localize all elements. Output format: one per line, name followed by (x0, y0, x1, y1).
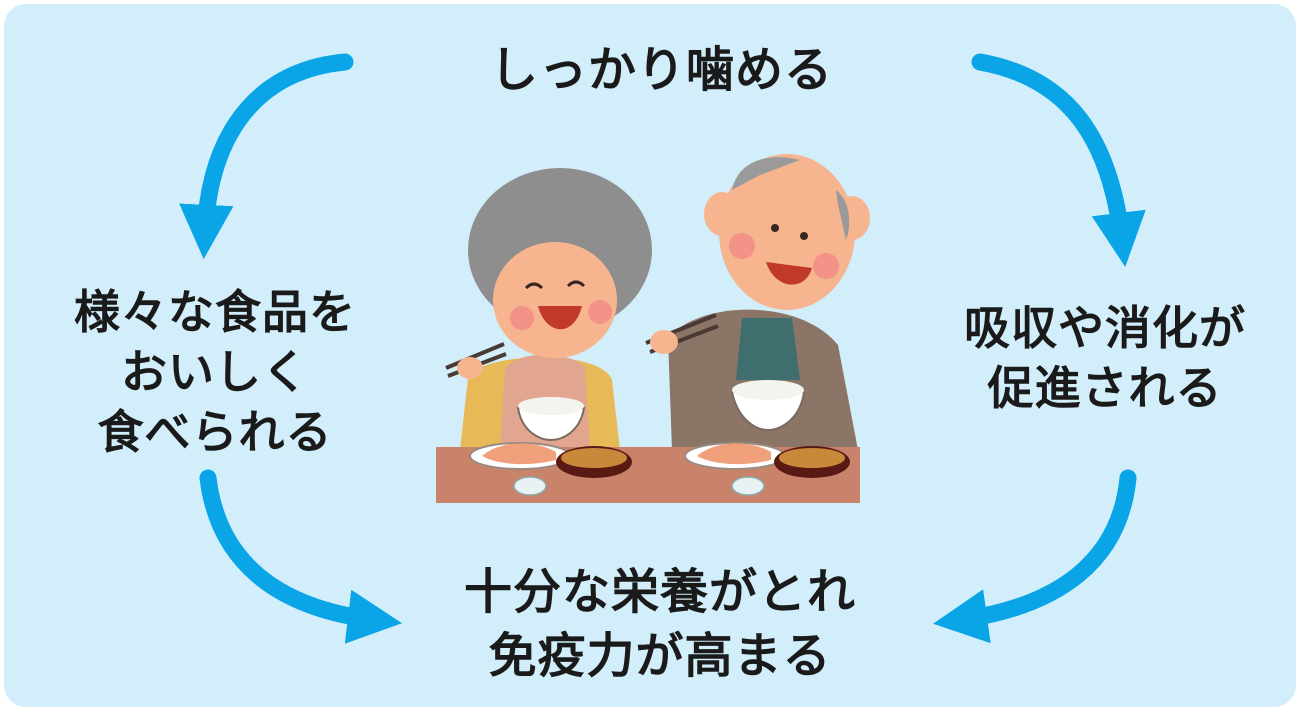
label-line: しっかり噛める (490, 42, 834, 98)
label-line: 促進される (987, 361, 1223, 415)
arrow-left-to-bottom (199, 469, 403, 644)
label-line: 十分な栄養がとれ (463, 564, 856, 620)
arrow-top-to-left (179, 53, 354, 260)
label-line: 免疫力が高まる (488, 628, 832, 684)
elderly-couple-illustration (436, 154, 870, 503)
step-enjoy-various-foods: 様々な食品を おいしく 食べられる (40, 282, 390, 462)
arrow-top-to-right (971, 53, 1146, 268)
step-nutrition-immunity: 十分な栄養がとれ 免疫力が高まる (440, 560, 880, 688)
label-line: おいしく (121, 345, 309, 399)
label-line: 様々な食品を (74, 285, 356, 339)
label-line: 食べられる (97, 405, 333, 459)
step-strong-chewing: しっかり噛める (490, 38, 834, 102)
arrow-right-to-bottom (933, 469, 1137, 644)
label-line: 吸収や消化が (964, 301, 1246, 355)
step-absorption-digestion: 吸収や消化が 促進される (935, 298, 1275, 418)
